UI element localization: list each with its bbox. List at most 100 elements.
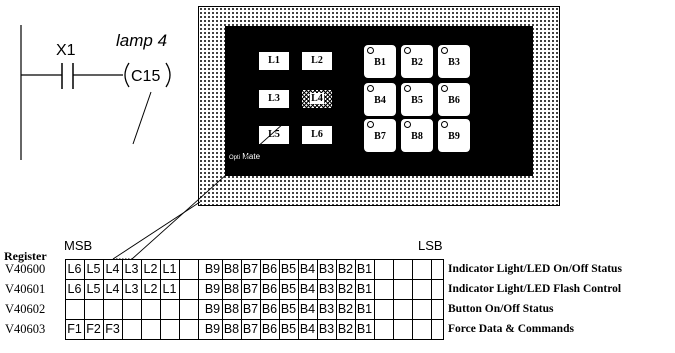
indicator-light-l1: L1 [258, 51, 290, 71]
table-gridline [65, 299, 443, 300]
register-description: Indicator Light/LED Flash Control [448, 283, 622, 295]
led-dot-icon [367, 85, 374, 92]
register-bit-cell: B2 [337, 282, 354, 296]
led-dot-icon [404, 85, 411, 92]
register-bit-cell: L4 [105, 262, 120, 276]
register-bit-cell: B5 [280, 262, 297, 276]
register-bit-cell: B4 [299, 282, 316, 296]
register-bit-cell: L2 [143, 282, 158, 296]
table-gridline [198, 259, 199, 340]
panel-button-b9[interactable]: B9 [437, 118, 471, 153]
panel-button-b6[interactable]: B6 [437, 82, 471, 117]
panel-button-b2[interactable]: B2 [400, 44, 434, 79]
register-bit-cell: B2 [337, 262, 354, 276]
table-gridline [443, 259, 444, 340]
table-gridline [103, 259, 104, 340]
panel-button-b8[interactable]: B8 [400, 118, 434, 153]
register-bit-cell: L6 [67, 282, 82, 296]
register-bit-cell: B7 [242, 282, 259, 296]
register-bit-cell [160, 319, 179, 339]
led-dot-icon [404, 121, 411, 128]
table-gridline [65, 279, 443, 280]
panel-button-b3[interactable]: B3 [437, 44, 471, 79]
panel-button-b4[interactable]: B4 [363, 82, 397, 117]
table-gridline [222, 259, 223, 340]
coil-caption: lamp 4 [116, 31, 167, 50]
panel-button-b1[interactable]: B1 [363, 44, 397, 79]
register-bit-cell: L4 [105, 282, 120, 296]
table-gridline [412, 259, 413, 340]
register-bit-cell: B8 [223, 262, 240, 276]
caption-leader [132, 91, 152, 145]
register-bit-cell: B6 [261, 302, 278, 316]
table-gridline [431, 259, 432, 340]
register-bit-cell: L2 [143, 262, 158, 276]
register-bit-cell: B1 [356, 282, 373, 296]
register-address: V40602 [5, 302, 46, 316]
register-bit-cell: B6 [261, 282, 278, 296]
register-bit-cell: B5 [280, 282, 297, 296]
table-gridline [298, 259, 299, 340]
panel-button-b5[interactable]: B5 [400, 82, 434, 117]
led-dot-icon [441, 47, 448, 54]
led-dot-icon [404, 47, 411, 54]
table-gridline [355, 259, 356, 340]
coil-left-arc [124, 62, 130, 88]
table-gridline [65, 259, 66, 340]
register-description: Indicator Light/LED On/Off Status [448, 263, 622, 275]
coil-right-arc [165, 62, 171, 88]
led-dot-icon [441, 85, 448, 92]
table-gridline [65, 259, 443, 260]
table-gridline [279, 259, 280, 340]
table-gridline [122, 259, 123, 340]
ladder-rung: X1 C15 lamp 4 [20, 25, 171, 160]
register-bit-cell: B6 [261, 322, 278, 336]
register-bit-cell: B6 [261, 262, 278, 276]
register-address: V40601 [5, 282, 46, 296]
table-gridline [374, 259, 375, 340]
register-bit-cell: B4 [299, 322, 316, 336]
register-bit-cell: B5 [280, 322, 297, 336]
register-bit-cell: L1 [162, 262, 177, 276]
table-gridline [260, 259, 261, 340]
register-bit-cell: L1 [162, 282, 177, 296]
led-dot-icon [441, 121, 448, 128]
register-bit-cell: B8 [223, 302, 240, 316]
register-bit-cell [141, 299, 160, 319]
register-bit-cell [122, 299, 141, 319]
table-gridline [84, 259, 85, 340]
table-gridline [65, 319, 443, 320]
register-bit-cell [103, 299, 122, 319]
register-bit-cell: L6 [67, 262, 82, 276]
register-bit-cell: F3 [105, 322, 120, 336]
register-bit-cell: F2 [86, 322, 101, 336]
register-column-header: Register [4, 249, 47, 263]
register-bit-cell: B8 [223, 282, 240, 296]
indicator-light-l6: L6 [301, 125, 333, 145]
table-gridline [336, 259, 337, 340]
register-bit-cell: B9 [204, 322, 221, 336]
indicator-light-l2: L2 [301, 51, 333, 71]
table-gridline [317, 259, 318, 340]
indicator-light-l4: L4 [301, 89, 333, 109]
table-gridline [393, 259, 394, 340]
register-bit-cell: B1 [356, 262, 373, 276]
register-bit-cell: B9 [204, 282, 221, 296]
register-description: Force Data & Commands [448, 323, 574, 335]
indicator-light-l4-label: L4 [310, 93, 324, 104]
coil-label: C15 [131, 68, 160, 85]
msb-label: MSB [64, 238, 93, 253]
register-bit-cell: B4 [299, 262, 316, 276]
register-bit-cell: B8 [223, 322, 240, 336]
register-bit-cell: L5 [86, 282, 101, 296]
register-address: V40603 [5, 322, 46, 336]
register-bit-cell [122, 319, 141, 339]
panel-button-b7[interactable]: B7 [363, 118, 397, 153]
register-bit-cell: B3 [318, 302, 335, 316]
register-bit-cell [84, 299, 103, 319]
indicator-light-l3: L3 [258, 89, 290, 109]
lsb-label: LSB [418, 238, 443, 253]
register-bit-cell [65, 299, 84, 319]
contact-label: X1 [56, 42, 76, 59]
register-bit-cell: F1 [67, 322, 82, 336]
